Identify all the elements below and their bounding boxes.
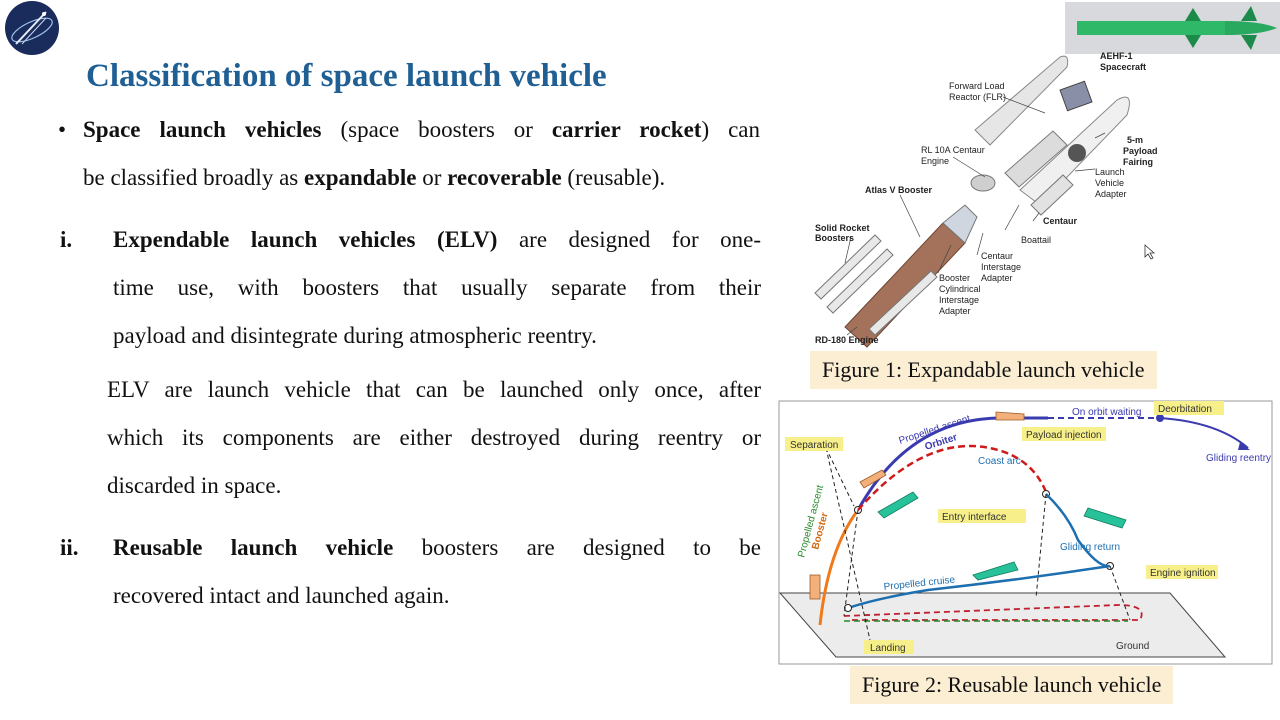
label-on-orbit-waiting: On orbit waiting xyxy=(1072,407,1141,418)
label-cia-1: Centaur xyxy=(981,251,1013,261)
item-i-line-2: time use, with boosters that usually sep… xyxy=(113,275,761,300)
label-spacecraft: Spacecraft xyxy=(1100,62,1146,72)
item-i-line-1: Expendable launch vehicles (ELV) are des… xyxy=(113,227,761,252)
figure-1-caption: Figure 1: Expandable launch vehicle xyxy=(810,351,1157,389)
label-gliding-return: Gliding return xyxy=(1060,542,1120,553)
slide-title: Classification of space launch vehicle xyxy=(86,58,607,94)
label-rl-2: Engine xyxy=(921,156,949,166)
label-cia-2: Interstage xyxy=(981,262,1021,272)
elv-note-line-1: ELV are launch vehicle that can be launc… xyxy=(107,377,761,402)
mouse-cursor-icon xyxy=(1144,244,1156,260)
elv-note-line-3: discarded in space. xyxy=(107,473,282,498)
item-ii-paragraph: Reusable launch vehicle boosters are des… xyxy=(113,524,761,620)
label-bcia-2: Cylindrical xyxy=(939,284,981,294)
label-boattail: Boattail xyxy=(1021,235,1051,245)
figure-1-elv-diagram: AEHF-1 Spacecraft Forward Load Reactor (… xyxy=(805,45,1160,350)
bullet-dot: • xyxy=(58,117,67,142)
label-lva-3: Adapter xyxy=(1095,189,1127,199)
item-ii-line-1: Reusable launch vehicle boosters are des… xyxy=(113,535,762,560)
item-i-number: i. xyxy=(60,227,73,252)
label-atlas: Atlas V Booster xyxy=(865,185,933,195)
label-cia-3: Adapter xyxy=(981,273,1013,283)
label-rd180: RD-180 Engine xyxy=(815,335,879,345)
bullet-line-1: Space launch vehicles (space boosters or… xyxy=(83,117,760,142)
elv-note-paragraph: ELV are launch vehicle that can be launc… xyxy=(107,366,761,510)
item-ii-line-2: recovered intact and launched again. xyxy=(113,583,450,608)
label-coast-arc: Coast arc xyxy=(978,456,1021,467)
institution-logo xyxy=(2,0,60,56)
label-deorbitation: Deorbitation xyxy=(1158,404,1212,415)
label-centaur: Centaur xyxy=(1043,216,1078,226)
label-forward-1: Forward Load xyxy=(949,81,1005,91)
label-bcia-1: Booster xyxy=(939,273,970,283)
label-lva-1: Launch xyxy=(1095,167,1125,177)
label-aehf1: AEHF-1 xyxy=(1100,51,1133,61)
label-bcia-3: Interstage xyxy=(939,295,979,305)
rocket-thumbnail-image xyxy=(1065,2,1280,54)
label-bcia-4: Adapter xyxy=(939,306,971,316)
bullet-line-2: be classified broadly as expandable or r… xyxy=(83,165,666,190)
label-engine-ignition: Engine ignition xyxy=(1150,568,1216,579)
label-ground: Ground xyxy=(1116,641,1149,652)
label-lva-2: Vehicle xyxy=(1095,178,1124,188)
label-payload-injection: Payload injection xyxy=(1026,430,1102,441)
label-srb-1: Solid Rocket xyxy=(815,223,870,233)
label-rl-1: RL 10A Centaur xyxy=(921,145,985,155)
label-entry-interface: Entry interface xyxy=(942,512,1007,523)
label-fairing-1: 5-m xyxy=(1127,135,1143,145)
elv-note-line-2: which its components are either destroye… xyxy=(107,425,761,450)
label-landing: Landing xyxy=(870,643,906,654)
label-srb-2: Boosters xyxy=(815,233,854,243)
figure-2-rlv-diagram: Separation Propelled ascent Orbiter On o… xyxy=(778,400,1273,665)
item-i-paragraph: Expendable launch vehicles (ELV) are des… xyxy=(113,216,761,360)
label-forward-2: Reactor (FLR) xyxy=(949,92,1006,102)
item-i-line-3: payload and disintegrate during atmosphe… xyxy=(113,323,597,348)
label-gliding-reentry: Gliding reentry xyxy=(1206,453,1271,464)
item-ii-number: ii. xyxy=(60,535,79,560)
label-separation: Separation xyxy=(790,440,838,451)
figure-2-caption: Figure 2: Reusable launch vehicle xyxy=(850,666,1174,704)
label-fairing-3: Fairing xyxy=(1123,157,1153,167)
label-fairing-2: Payload xyxy=(1123,146,1158,156)
